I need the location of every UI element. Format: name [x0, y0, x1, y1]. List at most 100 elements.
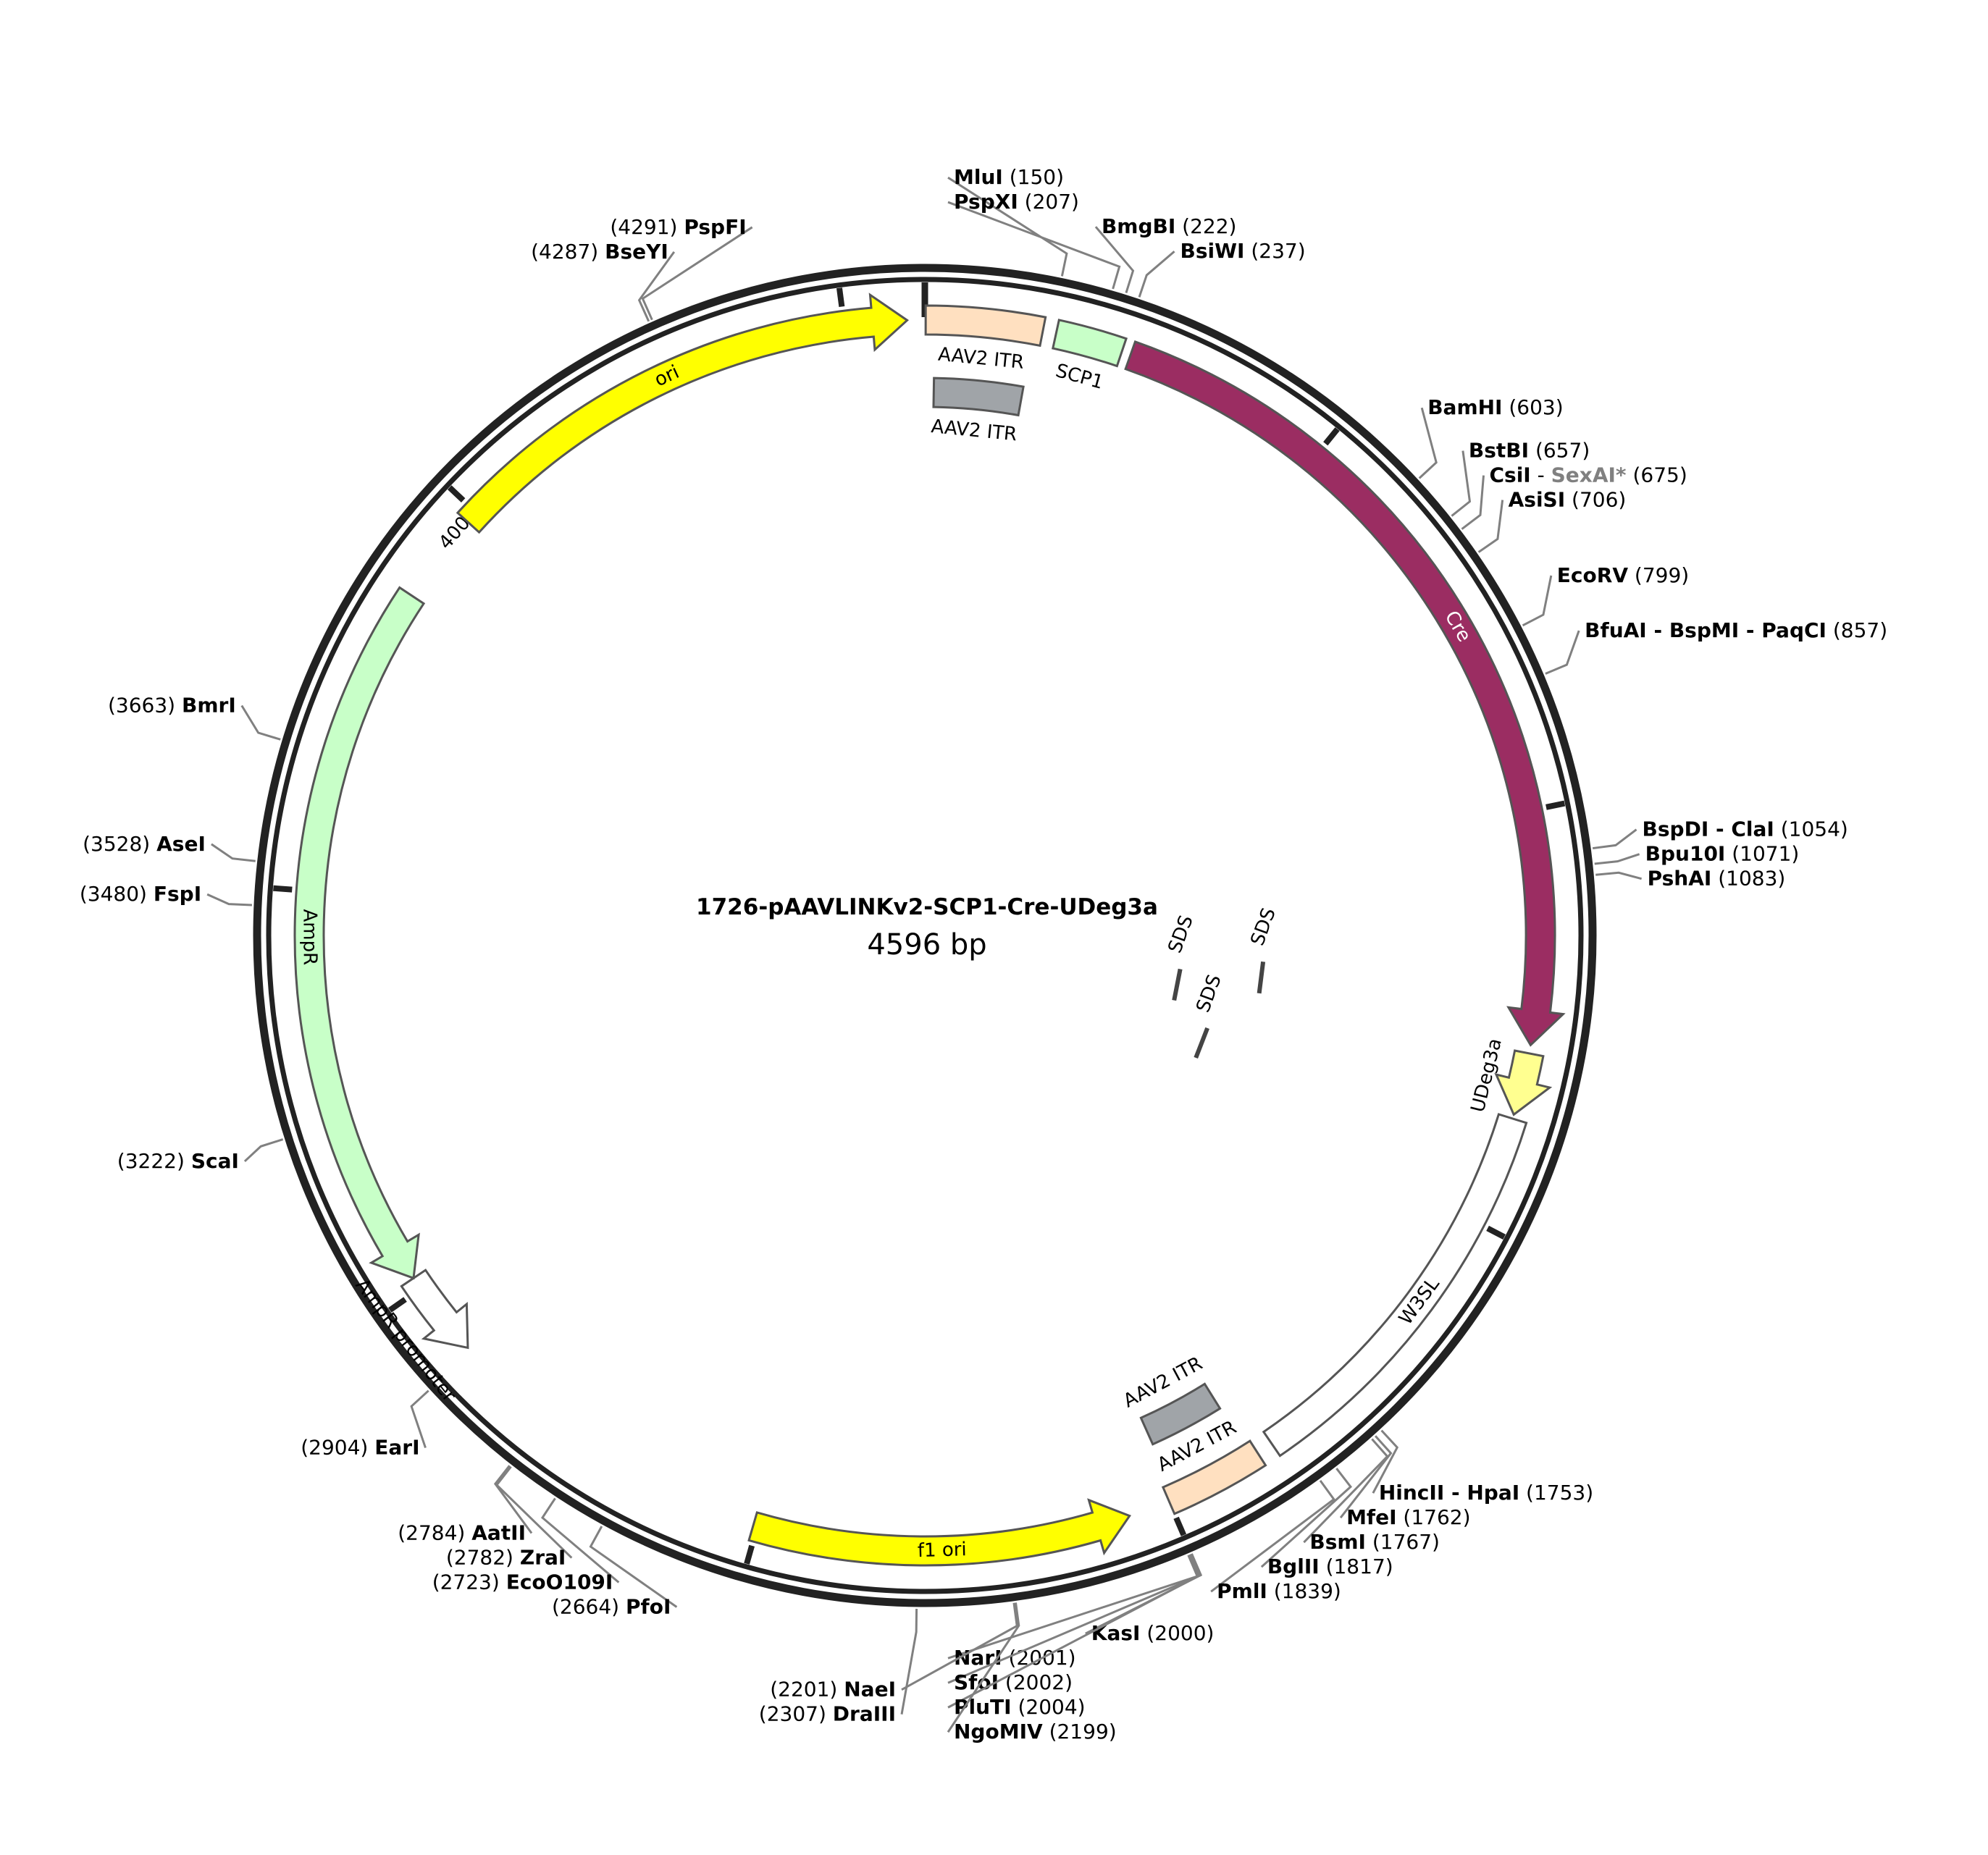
- restriction-site-label: KasI (2000): [1091, 1621, 1215, 1645]
- restriction-site-label: PshAI (1083): [1648, 867, 1786, 891]
- restriction-site-label: (2723) EcoO109I: [432, 1570, 613, 1594]
- restriction-site-label: (4291) PspFI: [610, 215, 746, 239]
- tick-mark: [447, 485, 466, 502]
- restriction-site-label: (3480) FspI: [80, 882, 201, 906]
- site-leader-line: [1461, 475, 1485, 530]
- tick-mark: [1486, 1225, 1506, 1240]
- restriction-site-label: (2201) NaeI: [770, 1678, 896, 1702]
- site-leader-line: [947, 176, 1068, 277]
- sds-label: SDS: [1165, 912, 1198, 956]
- site-leader-line: [1260, 1468, 1353, 1568]
- restriction-site-label: Bpu10I (1071): [1645, 842, 1800, 866]
- site-leader-line: [1372, 1429, 1399, 1494]
- site-leader-line: [1595, 871, 1642, 880]
- restriction-site-label: PmlI (1839): [1217, 1579, 1341, 1603]
- site-leader-line: [495, 1465, 573, 1559]
- restriction-site-label: NgoMIV (2199): [954, 1720, 1117, 1743]
- restriction-site-label: PluTI (2004): [954, 1695, 1086, 1719]
- feature-label-f1-ori: f1 ori: [918, 1539, 968, 1562]
- site-leader-line: [1594, 853, 1640, 865]
- feature-aav2-itr: [1161, 1439, 1267, 1515]
- sds-label: SDS: [1192, 972, 1225, 1015]
- site-leader-line: [243, 1138, 284, 1163]
- restriction-site-label: (2664) PfoI: [552, 1595, 671, 1619]
- sds-mark: [1172, 968, 1183, 1001]
- restriction-site-label: (3528) AseI: [83, 832, 206, 856]
- restriction-site-label: AsiSI (706): [1509, 488, 1627, 512]
- site-leader-line: [410, 1389, 429, 1449]
- map-length: 4596 bp: [867, 928, 986, 962]
- feature-label-aav2-itr: AAV2 ITR: [937, 344, 1025, 374]
- restriction-site-label: (2784) AatII: [398, 1521, 526, 1545]
- feature-udeg3a: [1494, 1049, 1553, 1116]
- restriction-site-label: BstBI (657): [1469, 439, 1590, 463]
- sds-mark: [1257, 961, 1266, 994]
- restriction-site-label: (3222) ScaI: [117, 1149, 239, 1173]
- site-leader-line: [1210, 1479, 1335, 1593]
- site-leader-line: [901, 1602, 1018, 1691]
- feature-aav2-itr: [932, 377, 1025, 417]
- backbone-inner-ring: [266, 277, 1584, 1594]
- site-leader-line: [1477, 500, 1504, 553]
- site-leader-line: [1451, 450, 1472, 517]
- restriction-site-label: PspXI (207): [954, 190, 1079, 214]
- restriction-site-label: (4287) BseYI: [531, 240, 668, 264]
- restriction-site-label: (2904) EarI: [301, 1436, 419, 1460]
- restriction-sites: MluI (150)PspXI (207)BmgBI (222)BsiWI (2…: [80, 165, 1887, 1743]
- site-leader-line: [1545, 630, 1580, 675]
- feature-cre: [1124, 340, 1566, 1047]
- site-leader-line: [206, 893, 253, 907]
- site-leader-line: [947, 201, 1121, 290]
- map-title: 1726-pAAVLINKv2-SCP1-Cre-UDeg3a: [696, 894, 1158, 920]
- restriction-site-label: BamHI (603): [1427, 395, 1563, 419]
- site-leader-line: [1418, 407, 1438, 479]
- tick-mark: [1545, 800, 1566, 810]
- sds-mark: [1194, 1027, 1209, 1059]
- restriction-site-label: EcoRV (799): [1557, 563, 1689, 587]
- restriction-site-label: (2307) DraIII: [759, 1702, 896, 1726]
- restriction-site-label: BmgBI (222): [1102, 214, 1237, 238]
- feature-aav2-itr: [1139, 1382, 1222, 1446]
- site-leader-line: [641, 226, 753, 321]
- site-leader-line: [240, 704, 281, 741]
- restriction-site-label: CsiI - SexAI* (675): [1489, 463, 1687, 487]
- feature-ampr: [293, 586, 426, 1280]
- feature-aav2-itr: [924, 304, 1047, 348]
- restriction-site-label: BspDI - ClaI (1054): [1643, 817, 1848, 841]
- restriction-site-label: MfeI (1762): [1346, 1505, 1470, 1529]
- site-leader-line: [493, 1465, 533, 1534]
- restriction-site-label: NarI (2001): [954, 1646, 1076, 1670]
- site-leader-line: [947, 1555, 1199, 1709]
- tick-mark: [836, 287, 845, 308]
- site-leader-line: [637, 251, 676, 322]
- tick-mark: [273, 885, 293, 893]
- feature-label-ampr: AmpR: [298, 909, 320, 965]
- sds-marks: SDS SDS SDS: [1165, 905, 1280, 1059]
- restriction-site-label: (2782) ZraI: [446, 1546, 566, 1570]
- tick-mark: [1323, 427, 1340, 446]
- restriction-site-label: HincII - HpaI (1753): [1379, 1481, 1593, 1505]
- site-leader-line: [1592, 828, 1637, 850]
- backbone-outer-ring: [253, 264, 1597, 1607]
- feature-label-scp1: SCP1: [1053, 360, 1105, 394]
- feature-ampr-promoter: [400, 1269, 469, 1350]
- feature-scp1: [1051, 319, 1128, 368]
- feature-ori: [456, 293, 910, 534]
- restriction-site-label: SfoI (2002): [954, 1670, 1073, 1694]
- site-leader-line: [589, 1526, 678, 1608]
- backbone-circle: [253, 264, 1597, 1607]
- site-leader-line: [211, 843, 256, 862]
- feature-w3sl: [1262, 1113, 1528, 1458]
- site-leader-line: [947, 1554, 1201, 1684]
- restriction-site-label: BglII (1817): [1267, 1555, 1393, 1578]
- feature-label-aav2-itr: AAV2 ITR: [930, 416, 1018, 445]
- site-leader-line: [1339, 1435, 1393, 1519]
- tick-mark: [744, 1544, 755, 1565]
- restriction-site-label: BsmI (1767): [1309, 1530, 1440, 1554]
- restriction-site-label: MluI (150): [954, 165, 1064, 189]
- site-leader-line: [541, 1497, 620, 1583]
- site-leader-line: [1303, 1438, 1389, 1544]
- site-leader-line: [1138, 251, 1175, 298]
- sds-label: SDS: [1246, 905, 1280, 948]
